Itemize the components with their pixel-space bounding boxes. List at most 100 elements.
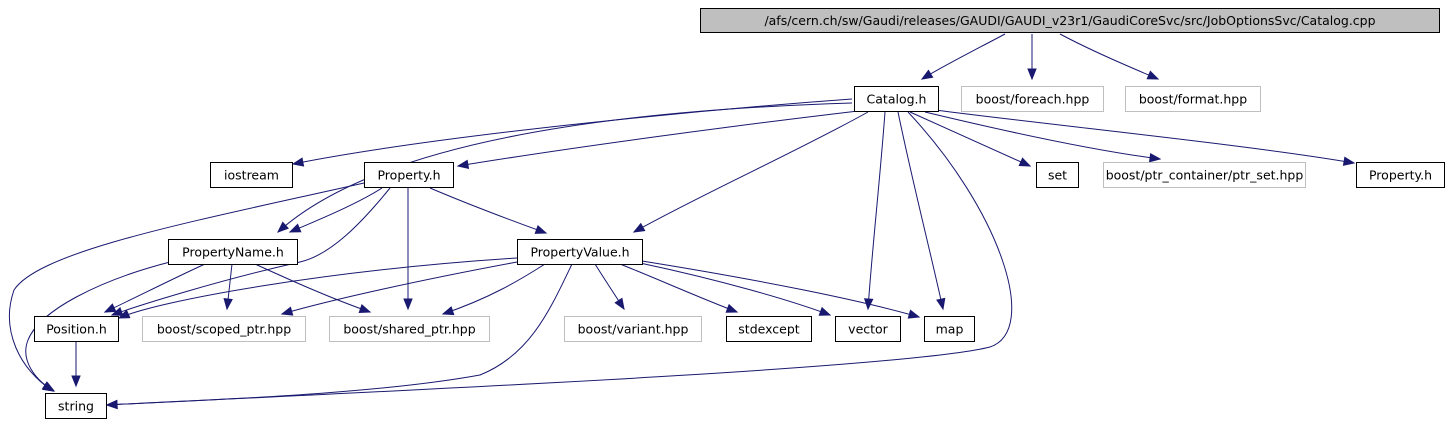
- node-label: boost/shared_ptr.hpp: [343, 322, 475, 337]
- node-scoped-ptr[interactable]: boost/scoped_ptr.hpp: [142, 316, 306, 342]
- edge-catalog_h-to-propertyvalue_h: [632, 111, 869, 233]
- arrowhead-icon: [71, 375, 81, 388]
- arrowhead-icon: [907, 309, 921, 319]
- node-label: stdexcept: [738, 322, 799, 337]
- arrowhead-icon: [223, 298, 233, 311]
- edge-line: [292, 98, 853, 165]
- edge-line: [442, 263, 546, 315]
- edge-line: [867, 111, 886, 310]
- node-format[interactable]: boost/format.hpp: [1125, 86, 1261, 112]
- edge-propertyvalue_h-to-stdexcept: [619, 263, 739, 313]
- arrowhead-icon: [936, 297, 946, 311]
- node-box: [45, 393, 107, 419]
- node-label: PropertyName.h: [182, 245, 284, 260]
- arrowhead-icon: [1342, 156, 1356, 166]
- node-box: [564, 316, 702, 342]
- edge-catalog_h-to-map: [897, 111, 946, 311]
- nodes-layer: /afs/cern.ch/sw/Gaudi/releases/GAUDI/GAU…: [34, 8, 1445, 419]
- node-box: [835, 316, 901, 342]
- node-label: Property.h: [1369, 168, 1432, 183]
- node-shared-ptr[interactable]: boost/shared_ptr.hpp: [329, 316, 490, 342]
- edge-line: [9, 182, 365, 392]
- edge-line: [909, 111, 1031, 167]
- edge-root-to-foreach: [1027, 34, 1037, 81]
- node-propertyname-h[interactable]: PropertyName.h: [168, 239, 298, 265]
- edge-property_h-to-string: [9, 182, 365, 392]
- edge-propertyvalue_h-to-position_h: [117, 257, 518, 319]
- edge-line: [921, 33, 1006, 80]
- node-box: [1125, 86, 1261, 112]
- node-variant[interactable]: boost/variant.hpp: [564, 316, 702, 342]
- arrowhead-icon: [441, 306, 455, 316]
- node-box: [329, 316, 490, 342]
- edge-root-to-format: [1059, 33, 1160, 80]
- arrowhead-icon: [725, 303, 739, 313]
- arrowhead-icon: [534, 224, 548, 234]
- node-string[interactable]: string: [45, 393, 107, 419]
- node-map[interactable]: map: [924, 316, 975, 342]
- node-box: [210, 162, 293, 188]
- arrowhead-icon: [1146, 70, 1160, 80]
- node-label: boost/format.hpp: [1139, 92, 1247, 107]
- edge-line: [924, 111, 1161, 160]
- node-foreach[interactable]: boost/foreach.hpp: [961, 86, 1104, 112]
- node-box: [854, 86, 939, 112]
- edge-property_h-to-shared_ptr: [403, 188, 413, 311]
- node-label: iostream: [224, 168, 279, 183]
- node-propertyvalue-h[interactable]: PropertyValue.h: [517, 239, 643, 265]
- node-stdexcept[interactable]: stdexcept: [726, 316, 812, 342]
- node-box: [700, 8, 1440, 33]
- node-label: PropertyValue.h: [530, 245, 629, 260]
- node-property-h2[interactable]: Property.h: [1356, 162, 1445, 188]
- node-position-h[interactable]: Position.h: [34, 316, 119, 342]
- node-property-h[interactable]: Property.h: [364, 162, 454, 188]
- node-vector[interactable]: vector: [835, 316, 901, 342]
- node-label: boost/foreach.hpp: [976, 92, 1090, 107]
- edge-line: [639, 262, 831, 316]
- arrowhead-icon: [632, 222, 646, 233]
- node-root[interactable]: /afs/cern.ch/sw/Gaudi/releases/GAUDI/GAU…: [700, 8, 1440, 33]
- node-label: Property.h: [377, 168, 440, 183]
- edge-catalog_h-to-propertyname_h: [277, 102, 853, 233]
- edge-line: [25, 261, 171, 392]
- edge-catalog_h-to-vector: [863, 111, 886, 311]
- node-box: [142, 316, 306, 342]
- arrowhead-icon: [1027, 68, 1037, 81]
- edge-propertyvalue_h-to-string: [105, 263, 573, 410]
- edge-propertyvalue_h-to-vector: [639, 262, 832, 316]
- node-box: [1356, 162, 1445, 188]
- edge-propertyvalue_h-to-variant: [594, 263, 625, 311]
- edge-line: [104, 263, 206, 313]
- node-label: vector: [848, 322, 889, 337]
- edge-catalog_h-to-property_h: [456, 110, 859, 169]
- arrowhead-icon: [288, 223, 302, 233]
- node-label: set: [1048, 168, 1067, 183]
- node-box: [168, 239, 298, 265]
- node-box: [961, 86, 1104, 112]
- arrowhead-icon: [818, 306, 832, 316]
- arrowhead-icon: [358, 304, 372, 314]
- node-label: boost/ptr_container/ptr_set.hpp: [1106, 168, 1304, 183]
- node-label: string: [58, 399, 94, 414]
- node-label: Catalog.h: [867, 92, 927, 107]
- edge-line: [1059, 33, 1159, 80]
- arrowhead-icon: [103, 303, 117, 313]
- node-box: [1036, 162, 1079, 188]
- node-box: [1103, 162, 1306, 188]
- node-ptr-set[interactable]: boost/ptr_container/ptr_set.hpp: [1103, 162, 1306, 188]
- node-set[interactable]: set: [1036, 162, 1079, 188]
- edges-layer: [9, 33, 1356, 410]
- edge-propertyvalue_h-to-scoped_ptr: [280, 261, 518, 316]
- node-box: [517, 239, 643, 265]
- edge-position_h-to-string: [71, 341, 81, 388]
- node-label: Position.h: [46, 322, 107, 337]
- edge-line: [897, 111, 944, 310]
- edge-line: [281, 261, 518, 315]
- edge-property_h-to-propertyvalue_h: [429, 187, 548, 234]
- arrowhead-icon: [1018, 157, 1032, 167]
- arrowhead-icon: [1148, 152, 1162, 163]
- node-iostream[interactable]: iostream: [210, 162, 293, 188]
- arrowhead-icon: [614, 297, 625, 311]
- node-catalog-h[interactable]: Catalog.h: [854, 86, 939, 112]
- edge-line: [118, 257, 518, 319]
